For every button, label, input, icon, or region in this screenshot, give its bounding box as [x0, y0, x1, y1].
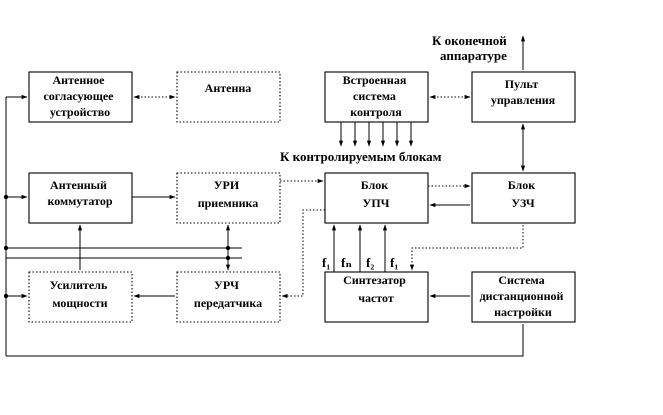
- note-to-controlled-blocks: К контролируемым блокам: [280, 149, 442, 164]
- block-urch: УРЧ передатчика: [176, 271, 281, 323]
- block-antenna-label: Антенна: [205, 81, 252, 95]
- freq-f1-label: f₁: [322, 255, 330, 270]
- block-remote-tuning: Система дистанционной настройки: [471, 271, 576, 323]
- trunk-bottom-remote: [6, 324, 524, 357]
- block-urch-label: УРЧ передатчика: [194, 278, 262, 310]
- freq-fn-label: fₙ: [341, 255, 352, 270]
- freq-f2-label: f₂: [366, 255, 374, 270]
- block-remote-tuning-label: Система дистанционной настройки: [480, 273, 567, 319]
- block-bist-label: Встроенная система контроля: [343, 73, 410, 119]
- freq-f1b-label: f₁: [390, 255, 398, 270]
- block-antenna-switch-label: Антенный коммутатор: [47, 178, 112, 208]
- block-control-panel-label: Пульт управления: [491, 77, 556, 107]
- block-power-amplifier: Усилитель мощности: [28, 271, 133, 323]
- block-power-amplifier-label: Усилитель мощности: [50, 278, 111, 310]
- block-uzch: Блок УЗЧ: [471, 172, 576, 224]
- synth-frequency-lines: [331, 224, 388, 272]
- block-upch: Блок УПЧ: [324, 172, 429, 224]
- junction-dots: [3, 194, 231, 299]
- block-antenna-matching-label: Антенное согласующее устройство: [43, 73, 116, 119]
- link-upch-urch: [281, 209, 325, 299]
- note-to-terminal: К оконечной аппаратуре: [432, 33, 510, 63]
- link-uzch-synth: [409, 225, 524, 271]
- bist-outputs: [338, 122, 414, 147]
- block-antenna: Антенна: [176, 71, 281, 123]
- block-antenna-matching: Антенное согласующее устройство: [28, 71, 133, 123]
- block-synthesizer: Синтезатор частот: [324, 271, 429, 323]
- block-upch-label: Блок УПЧ: [361, 178, 391, 210]
- block-bist: Встроенная система контроля: [324, 71, 429, 123]
- block-synthesizer-label: Синтезатор частот: [343, 273, 409, 305]
- block-uzch-label: Блок УЗЧ: [508, 178, 538, 210]
- block-uri: УРИ приемника: [176, 172, 281, 224]
- block-antenna-switch: Антенный коммутатор: [28, 172, 133, 224]
- block-uri-label: УРИ приемника: [198, 178, 259, 210]
- block-control-panel: Пульт управления: [471, 71, 576, 123]
